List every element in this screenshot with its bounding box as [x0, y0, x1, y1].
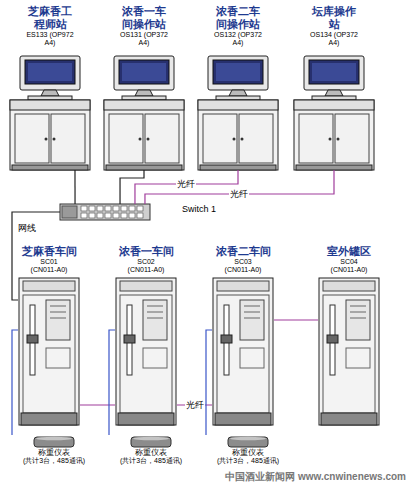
workstation: 浓香一车间操作站OS131 (OP372 A4) [100, 2, 188, 170]
scale-instrument: 称重仪表(共计3台，485通讯) [103, 435, 199, 469]
watermark: 中国酒业新闻网 www.cnwinenews.com [225, 471, 406, 482]
scale-instrument: 称重仪表(共计3台，485通讯) [6, 435, 102, 469]
node-detail: OS134 (OP372 A4) [309, 31, 359, 47]
node-title: 浓香二车间操作站 [214, 5, 262, 30]
node-title: 称重仪表 [6, 448, 102, 457]
connector [74, 170, 75, 204]
connector [109, 330, 115, 435]
connector [145, 170, 334, 204]
node-detail: ES133 (OP972 A4) [25, 31, 75, 47]
scale-device [228, 437, 268, 447]
connector [274, 319, 318, 320]
network-switch: Switch 1 [60, 204, 150, 220]
controller-cabinet [319, 278, 379, 425]
edge-label: 光纤 [229, 189, 249, 200]
node-detail: (共计3台，485通讯) [200, 457, 296, 465]
node-title: 室外罐区 [318, 245, 380, 258]
controller-cabinet [116, 278, 176, 425]
node-detail: (CN011-A0) [212, 266, 274, 274]
workstation: 坛库操作站OS134 (OP372 A4) [290, 2, 378, 170]
node-title: 芝麻香工程师站 [26, 5, 74, 30]
node-detail: SC02 [115, 258, 177, 266]
node-detail: SC04 [318, 258, 380, 266]
edge-label: 网线 [17, 223, 37, 234]
node-detail: OS132 (OP372 A4) [213, 31, 263, 47]
controller-cabinet: 浓香二车间SC03(CN011-A0) [212, 245, 274, 425]
scale-device [131, 437, 171, 447]
node-detail: (共计3台，485通讯) [6, 457, 102, 465]
controller-cabinet: 浓香一车间SC02(CN011-A0) [115, 245, 177, 425]
node-title: 称重仪表 [103, 448, 199, 457]
node-title: Switch 1 [182, 204, 216, 214]
node-title: 浓香一车间操作站 [120, 5, 168, 30]
node-title: 称重仪表 [200, 448, 296, 457]
controller-cabinet: 室外罐区SC04(CN011-A0) [318, 245, 380, 425]
node-detail: (共计3台，485通讯) [103, 457, 199, 465]
scale-instrument: 称重仪表(共计3台，485通讯) [200, 435, 296, 469]
connector [120, 170, 144, 204]
workstation-figure [104, 56, 184, 170]
connector [206, 330, 212, 435]
edge-label: 光纤 [176, 179, 196, 190]
workstation-figure [10, 56, 90, 170]
node-detail: (CN011-A0) [18, 266, 80, 274]
edge-label: 光纤 [185, 400, 205, 411]
workstation-figure [294, 56, 374, 170]
switch-ports [80, 205, 144, 219]
workstation: 芝麻香工程师站ES133 (OP972 A4) [6, 2, 94, 170]
connector [12, 330, 18, 435]
controller-cabinet [213, 278, 273, 425]
controller-cabinet [19, 278, 79, 425]
switch-body [60, 204, 150, 220]
connector [80, 404, 115, 405]
connector [135, 170, 238, 204]
workstation-figure [198, 56, 278, 170]
node-detail: SC03 [212, 258, 274, 266]
node-title: 坛库操作站 [310, 5, 358, 30]
node-detail: OS131 (OP372 A4) [119, 31, 169, 47]
node-detail: SC01 [18, 258, 80, 266]
node-title: 芝麻香车间 [18, 245, 80, 258]
node-detail: (CN011-A0) [318, 266, 380, 274]
scale-device [34, 437, 74, 447]
workstation: 浓香二车间操作站OS132 (OP372 A4) [194, 2, 282, 170]
node-title: 浓香一车间 [115, 245, 177, 258]
node-detail: (CN011-A0) [115, 266, 177, 274]
controller-cabinet: 芝麻香车间SC01(CN011-A0) [18, 245, 80, 425]
switch-panel [62, 206, 77, 218]
node-title: 浓香二车间 [212, 245, 274, 258]
